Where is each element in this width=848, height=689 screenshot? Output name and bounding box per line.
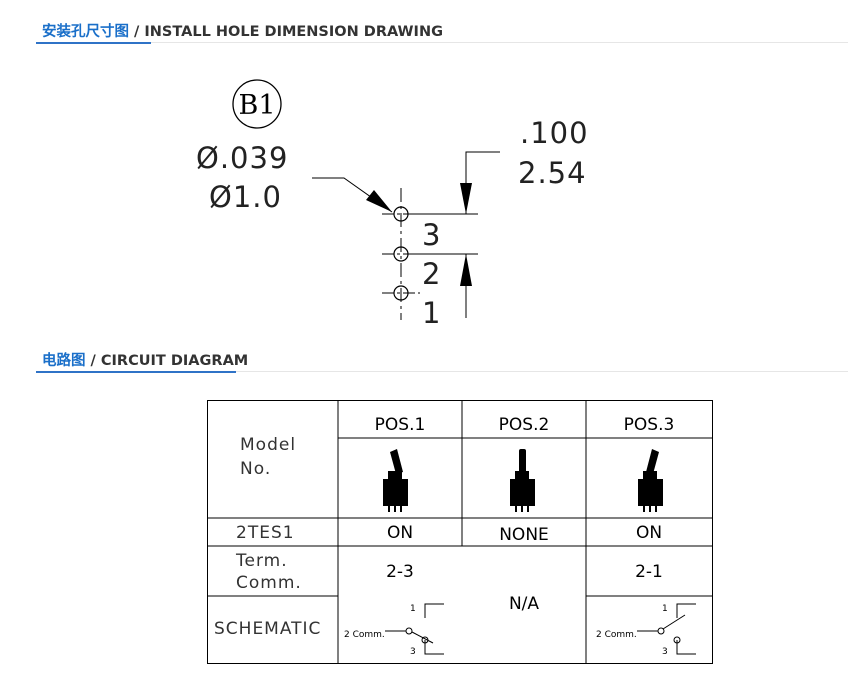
- model-label-line1: Model: [240, 435, 296, 455]
- schematic-pos1: [385, 603, 444, 655]
- hole-1: [382, 285, 420, 301]
- pos1-pin3-label: 3: [410, 647, 416, 657]
- install-hole-title: 安装孔尺寸图 / INSTALL HOLE DIMENSION DRAWING: [42, 24, 443, 40]
- model-label-line2: No.: [240, 459, 271, 479]
- pos1-header: POS.1: [375, 415, 426, 435]
- svg-text:B1: B1: [238, 90, 275, 121]
- model-number: 2TES1: [236, 523, 295, 543]
- table-grid: [207, 400, 713, 664]
- circuit-diagram-title: 电路图 / CIRCUIT DIAGRAM: [42, 353, 249, 369]
- pos3-comm-label: 2 Comm.: [596, 630, 637, 640]
- pos1-comm-label: 2 Comm.: [344, 630, 385, 640]
- schematic-pos3: [637, 603, 696, 655]
- toggle-pos1-icon: [383, 449, 408, 512]
- pos3-pin3-label: 3: [662, 647, 668, 657]
- pos3-pin1-label: 1: [662, 604, 668, 614]
- pos3-state: ON: [636, 523, 662, 543]
- pos2-term: N/A: [509, 594, 539, 614]
- install-hole-drawing: B1 Ø.039 Ø1.0 3 2 1 .100 2.54: [196, 79, 589, 330]
- schematic-label: SCHEMATIC: [214, 619, 321, 639]
- toggle-pos2-icon: [510, 449, 535, 512]
- pos2-state: NONE: [499, 525, 549, 545]
- pos3-term: 2-1: [635, 562, 663, 582]
- pitch-inch-label: .100: [520, 116, 589, 150]
- b1-badge: B1: [232, 79, 282, 129]
- pin-label-1: 1: [422, 296, 441, 330]
- header-rule: [36, 42, 848, 43]
- pos1-state: ON: [387, 523, 413, 543]
- pos1-term: 2-3: [386, 562, 414, 582]
- pitch-mm-label: 2.54: [518, 156, 587, 190]
- header-accent: [36, 371, 236, 373]
- diameter-leader: [312, 177, 393, 213]
- pos3-header: POS.3: [624, 415, 675, 435]
- pitch-dimension: [410, 151, 500, 318]
- diameter-inch-label: Ø.039: [196, 141, 288, 175]
- pos2-header: POS.2: [499, 415, 550, 435]
- pos1-pin1-label: 1: [410, 604, 416, 614]
- term-label-line2: Comm.: [236, 573, 302, 593]
- pin-label-3: 3: [422, 218, 441, 252]
- term-label-line1: Term.: [235, 551, 288, 571]
- install-hole-header: 安装孔尺寸图 / INSTALL HOLE DIMENSION DRAWING: [0, 16, 848, 46]
- pin-label-2: 2: [422, 257, 441, 291]
- header-accent: [36, 42, 151, 44]
- header-rule: [36, 371, 848, 372]
- diameter-mm-label: Ø1.0: [209, 180, 282, 214]
- circuit-diagram-header: 电路图 / CIRCUIT DIAGRAM: [0, 345, 848, 375]
- circuit-table: Model No. POS.1 POS.2 POS.3 2TES1 ON NON…: [207, 400, 713, 664]
- toggle-pos3-icon: [638, 449, 663, 512]
